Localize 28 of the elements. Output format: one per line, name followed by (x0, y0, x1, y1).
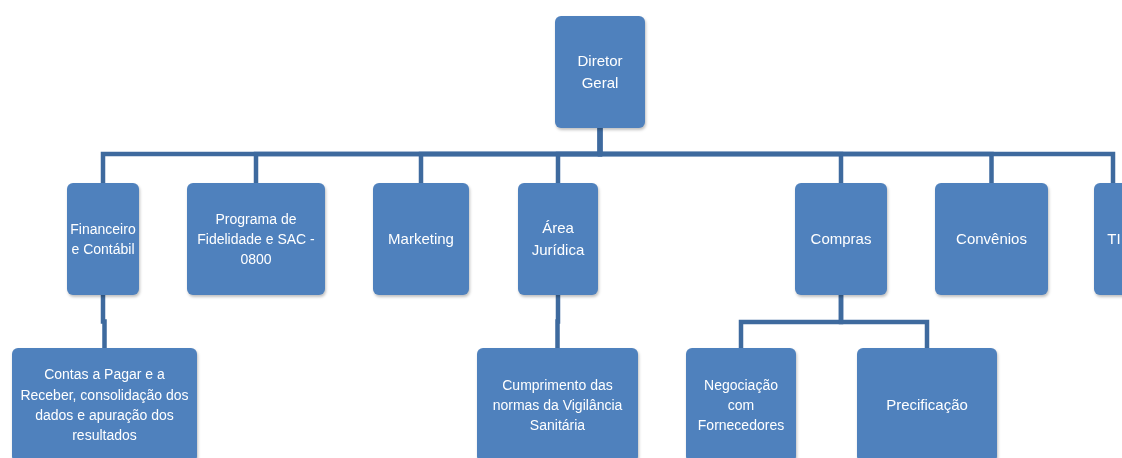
org-box (686, 348, 796, 458)
org-box (1094, 183, 1122, 295)
org-box (477, 348, 638, 458)
org-box (12, 348, 197, 458)
box-label: Marketing (388, 229, 454, 250)
org-box (187, 183, 325, 295)
box-label: Compras (810, 229, 872, 250)
box-label: Contas a Pagar e a Receber, consolidação dos dados e apuração dos resultados (19, 365, 190, 446)
connector-line (597, 128, 1116, 183)
connector-line (100, 295, 107, 348)
org-box (67, 183, 139, 295)
box-label: Negociação com Fornecedores (696, 375, 786, 436)
box-label: Convênios (956, 229, 1027, 250)
org-box (795, 183, 887, 295)
connector-line (555, 295, 561, 348)
org-box (857, 348, 997, 458)
box-label: TI (1107, 229, 1121, 250)
org-box (373, 183, 469, 295)
connector-line (838, 295, 930, 348)
box-label: Precificação (886, 395, 968, 416)
box-label: Financeiro e Contábil (70, 219, 136, 259)
box-label: Cumprimento das normas da Vigilância Sanitária (491, 375, 624, 436)
org-box (555, 16, 645, 128)
box-label: Área Jurídica (530, 218, 586, 260)
org-box (935, 183, 1048, 295)
box-label: Programa de Fidelidade e SAC - 0800 (196, 209, 316, 270)
box-label: Diretor Geral (576, 51, 624, 93)
org-box (518, 183, 598, 295)
